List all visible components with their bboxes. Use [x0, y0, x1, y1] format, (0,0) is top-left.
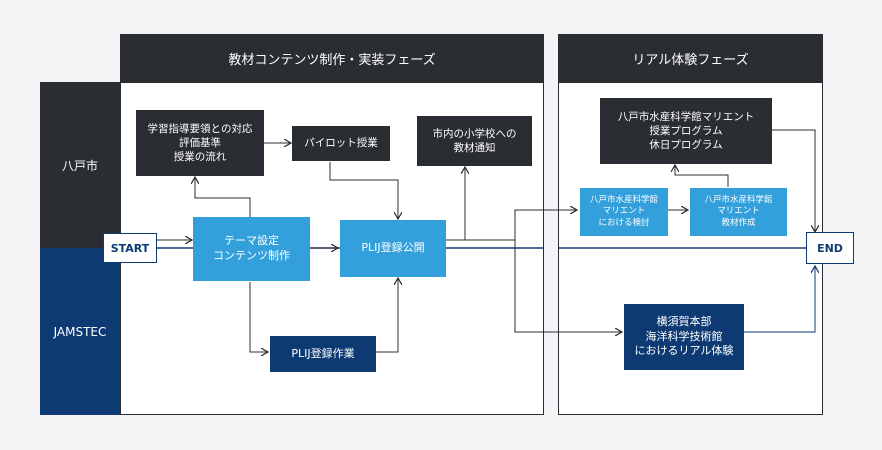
plij-register-node: PLIJ登録作業: [270, 336, 376, 372]
arrow-program-to-end: [772, 129, 815, 232]
marient-material-node: 八戸市水産科学館 マリエント 教材作成: [690, 188, 787, 236]
arrow-material-to-program: [675, 165, 729, 187]
marient-study-node: 八戸市水産科学館 マリエント における検討: [580, 188, 668, 236]
arrow-theme-to-register: [249, 282, 268, 352]
start-label: START: [110, 241, 150, 255]
arrow-publish-to-study: [465, 210, 577, 241]
end-terminal: END: [806, 232, 854, 264]
marient-program-node: 八戸市水産科学館マリエント 授業プログラム 休日プログラム: [600, 98, 772, 164]
phase-header-real: リアル体験フェーズ: [558, 34, 823, 82]
phase-header-development: 教材コンテンツ制作・実装フェーズ: [120, 34, 544, 82]
start-terminal: START: [103, 233, 157, 263]
arrow-pilot-to-publish: [329, 162, 398, 219]
plij-publish-node: PLIJ登録公開: [340, 220, 446, 277]
end-label: END: [817, 241, 843, 255]
yokosuka-experience-node: 横須賀本部 海洋科学技術館 におけるリアル体験: [624, 304, 744, 370]
pilot-lesson-node: パイロット授業: [292, 126, 390, 161]
arrow-yokosuka-to-end: [744, 266, 815, 333]
lane-label-jamstec: JAMSTEC: [40, 248, 120, 415]
arrow-publish-to-notify: [446, 167, 465, 241]
lane-label-hachinohe: 八戸市: [40, 82, 120, 248]
arrow-theme-to-curriculum: [195, 177, 251, 217]
curriculum-node: 学習指導要領との対応 評価基準 授業の流れ: [136, 110, 264, 176]
phase-title-real: リアル体験フェーズ: [632, 52, 749, 68]
school-notification-node: 市内の小学校への 教材通知: [417, 116, 532, 166]
arrow-register-to-publish: [376, 278, 398, 353]
theme-content-node: テーマ設定 コンテンツ制作: [193, 217, 310, 281]
phase-title-development: 教材コンテンツ制作・実装フェーズ: [228, 52, 436, 68]
lane-hachinohe-text: 八戸市: [61, 158, 98, 173]
lane-jamstec-text: JAMSTEC: [53, 324, 107, 339]
arrow-publish-to-yokosuka: [514, 240, 622, 332]
